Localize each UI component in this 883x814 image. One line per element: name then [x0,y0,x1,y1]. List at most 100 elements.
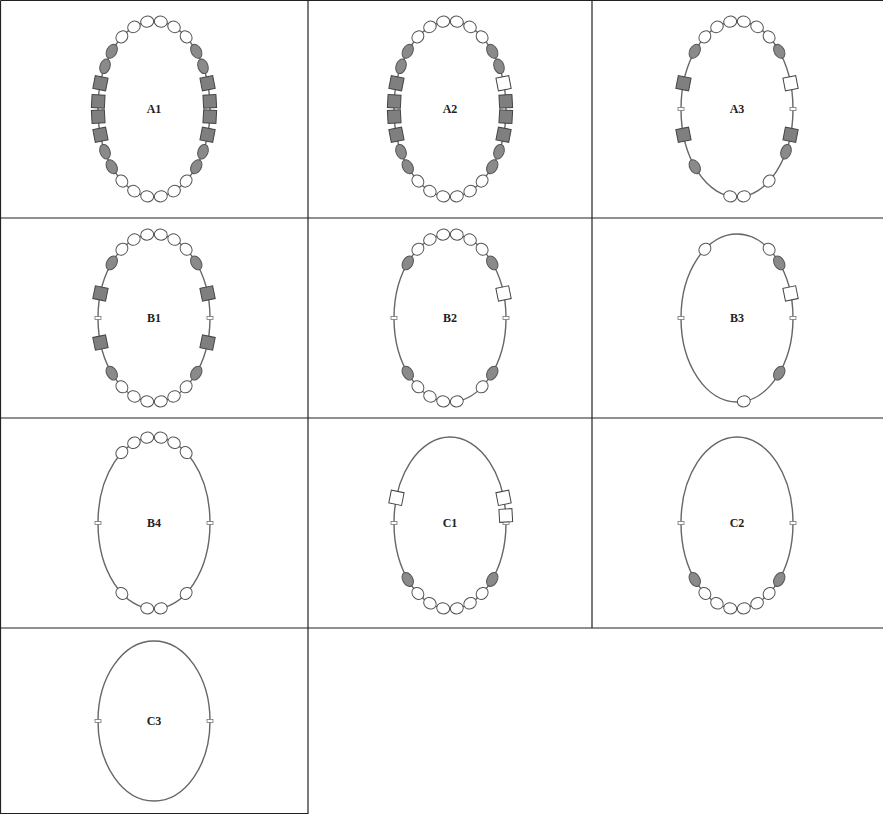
molar-tooth [200,286,215,301]
anterior-tooth [409,28,426,45]
anterior-tooth [166,232,183,248]
anterior-tooth [409,378,426,395]
anterior-tooth [723,15,738,28]
anterior-tooth [422,19,439,35]
premolar-tooth [400,158,416,176]
dental-arch [387,15,512,203]
anterior-tooth [166,435,183,451]
anterior-tooth [166,19,183,35]
anterior-tooth [178,28,195,45]
arch-midpoint-mark [95,522,101,525]
anterior-tooth [113,585,130,602]
arch-outline [98,234,210,402]
arch-class-label: B2 [443,312,457,324]
premolar-tooth [771,570,787,588]
anterior-tooth [474,28,491,45]
anterior-tooth [422,232,439,248]
arch-class-label: B3 [730,312,744,324]
unpaired-molar [496,76,511,91]
molar-tooth [676,76,691,91]
arch-midpoint-mark [790,317,796,320]
anterior-tooth [462,183,479,199]
arch-midpoint-mark [678,108,684,111]
arch-class-label: C3 [147,715,162,727]
molar-tooth [499,110,513,124]
anterior-tooth [178,241,195,258]
arch-outline [98,641,210,801]
premolar-tooth [196,58,210,75]
unpaired-molar [496,490,511,505]
molar-tooth [91,110,105,124]
premolar-tooth [492,58,506,75]
molar-tooth [93,335,108,350]
premolar-tooth [188,158,204,176]
anterior-tooth [422,595,439,611]
anterior-tooth [153,602,168,615]
anterior-tooth [113,28,130,45]
anterior-tooth [436,15,451,28]
anterior-tooth [140,395,155,408]
arch-outline [681,234,793,402]
arch-midpoint-mark [503,317,509,320]
arch-outline [681,437,793,609]
unpaired-molar [499,509,513,523]
arch-midpoint-mark [207,522,213,525]
anterior-tooth [696,241,713,258]
molar-tooth [499,94,513,108]
unpaired-molar [783,286,798,301]
dental-arch [91,15,216,203]
premolar-tooth [188,364,204,382]
arch-outline [681,21,793,197]
anterior-tooth [409,173,426,190]
anterior-tooth [749,595,766,611]
arch-outline [394,437,506,609]
premolar-tooth [104,42,120,60]
anterior-tooth [140,431,155,444]
anterior-tooth [736,190,751,203]
unpaired-molar [496,286,511,301]
anterior-tooth [422,388,439,404]
premolar-tooth [196,143,210,160]
molar-tooth [203,94,217,108]
unpaired-molar [389,490,404,505]
anterior-tooth [140,228,155,241]
anterior-tooth [696,28,713,45]
anterior-tooth [723,602,738,615]
premolar-tooth [188,254,204,272]
anterior-tooth [113,444,130,461]
anterior-tooth [761,28,778,45]
dental-arch [389,437,513,615]
molar-tooth [200,335,215,350]
arch-outline [98,21,210,197]
premolar-tooth [400,42,416,60]
premolar-tooth [687,570,703,588]
anterior-tooth [178,173,195,190]
anterior-tooth [749,19,766,35]
premolar-tooth [484,158,500,176]
arch-midpoint-mark [790,108,796,111]
anterior-tooth [474,585,491,602]
arch-midpoint-mark [790,522,796,525]
anterior-tooth [761,585,778,602]
anterior-tooth [462,19,479,35]
anterior-tooth [696,585,713,602]
premolar-tooth [484,364,500,382]
premolar-tooth [779,143,793,160]
arch-midpoint-mark [95,720,101,723]
anterior-tooth [126,388,143,404]
premolar-tooth [394,58,408,75]
anterior-tooth [126,19,143,35]
anterior-tooth [140,15,155,28]
anterior-tooth [709,595,726,611]
anterior-tooth [436,602,451,615]
arch-class-label: B1 [147,312,161,324]
anterior-tooth [153,395,168,408]
premolar-tooth [394,143,408,160]
dental-arch [678,234,798,408]
premolar-tooth [104,364,120,382]
premolar-tooth [687,42,703,60]
anterior-tooth [178,444,195,461]
anterior-tooth [113,378,130,395]
premolar-tooth [400,254,416,272]
